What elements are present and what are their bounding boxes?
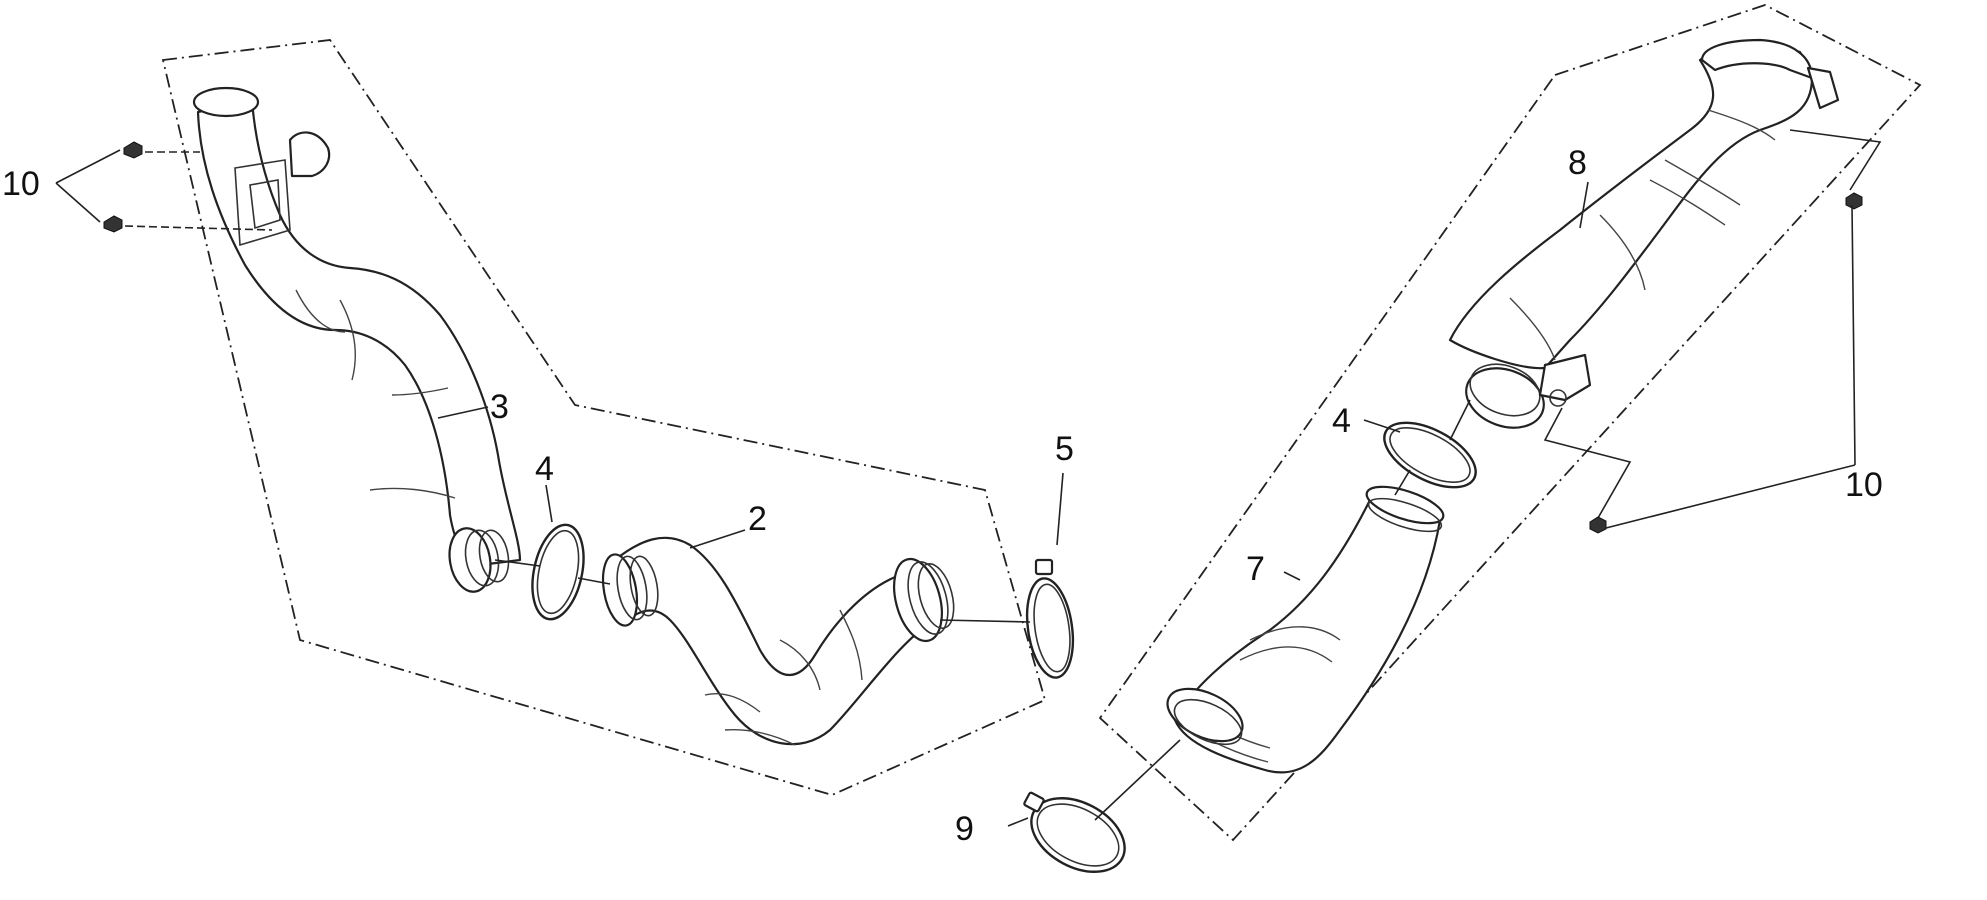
leader-part-9 [1007,817,1029,827]
leader-part-2 [689,529,746,549]
callout-part-7: 7 [1246,550,1265,588]
callout-part-4-left: 4 [535,450,554,488]
callout-part-9: 9 [955,810,974,848]
intake-pipe-part-7 [1166,485,1445,774]
right-axis-line-c [1094,739,1181,821]
leader-part-4-right [1363,419,1401,433]
intake-pipe-part-8 [1448,38,1840,429]
leader-part-5 [1056,472,1064,546]
leader-part-4-left [545,484,553,523]
right-assembly: 8 4 7 9 10 [955,4,1922,873]
callout-part-2: 2 [748,500,767,538]
right-axis-line-a [1449,399,1471,441]
intake-pipe-part-2 [601,536,955,746]
left-assembly: 10 3 4 2 5 [2,39,1075,796]
callout-part-10-right: 10 [1845,466,1883,504]
left-axis-line-a [494,559,541,567]
callout-part-4-right: 4 [1332,402,1351,440]
leader-part-10-left [55,149,121,223]
leader-part-7 [1283,571,1301,581]
right-assembly-boundary [1098,4,1922,842]
bolt-icon [1589,192,1863,534]
hose-clamp-part-5 [1025,558,1075,679]
callout-part-8: 8 [1568,144,1587,182]
bolt-icon [103,141,273,233]
leader-part-3 [437,406,489,419]
right-axis-line-b [1394,469,1411,496]
callout-part-3: 3 [490,388,509,426]
callout-part-10-left: 10 [2,165,40,203]
callout-part-5: 5 [1055,430,1074,468]
leader-part-10-right [1605,204,1856,529]
intake-pipe-part-3 [192,86,522,593]
leader-part-8 [1579,181,1589,229]
left-assembly-boundary [161,39,1047,796]
left-axis-line-b [577,577,611,585]
right-bolt-axis-lower [1543,407,1632,519]
hose-clamp-part-9 [1023,791,1126,873]
right-bolt-axis-upper [1789,129,1882,191]
o-ring-part-4-left [531,523,585,621]
left-axis-line-c [939,619,1031,623]
o-ring-part-4-right [1383,421,1477,489]
